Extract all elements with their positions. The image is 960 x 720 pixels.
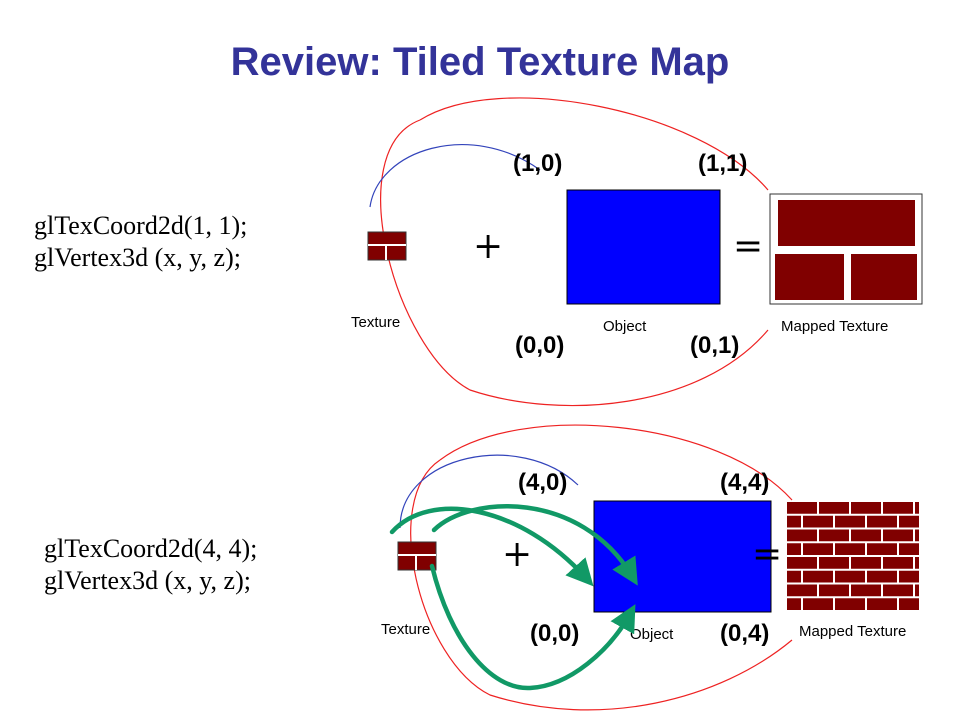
brick [787,570,801,583]
coord-top-left: (4,0) [518,469,567,496]
brick [819,584,849,597]
top-example: Texture + Object = Mapped Texture (1,0) … [351,97,923,407]
brick [851,529,881,542]
brick [867,598,897,610]
brick [835,598,865,610]
brick [899,515,919,528]
brick [787,543,801,555]
mapped-texture-bottom [787,501,919,611]
texture-swatch-bottom [397,541,437,571]
coord-top-left: (1,0) [513,150,562,177]
code-block-bottom: glTexCoord2d(4, 4); glVertex3d (x, y, z)… [44,533,257,597]
blue-arc-top [369,144,541,208]
brick [819,502,849,514]
coord-bottom-left: (0,0) [515,332,564,359]
brick [883,529,913,542]
brick [899,543,919,555]
coord-bottom-left: (0,0) [530,620,579,647]
texture-swatch-top [367,231,407,261]
texture-caption: Texture [381,621,430,638]
brick [867,543,897,555]
equals-sign: = [752,534,782,575]
red-arc-top [380,119,769,407]
bottom-example: Texture + Object = Mapped Texture (4,0) … [381,424,919,711]
brick [851,557,881,569]
object-quad-top [566,189,721,305]
brick [787,515,801,528]
brick [915,557,919,569]
slide-title: Review: Tiled Texture Map [230,40,730,84]
coord-top-right: (4,4) [720,469,769,496]
brick [819,557,849,569]
brick [803,515,833,528]
green-arrow-3 [429,563,636,691]
code-line-texcoord: glTexCoord2d(4, 4); [44,534,258,563]
brick [867,570,897,583]
brick [835,543,865,555]
brick [899,570,919,583]
object-caption: Object [603,318,647,335]
red-arc-top-upper [419,97,769,191]
brick [851,584,881,597]
brick [867,515,897,528]
brick [835,570,865,583]
coord-bottom-right: (0,1) [690,332,739,359]
brick [819,529,849,542]
brick [883,502,913,514]
texture-caption: Texture [351,314,400,331]
brick [787,529,817,542]
mapped-texture-top [769,193,923,305]
code-line-vertex: glVertex3d (x, y, z); [44,566,251,595]
green-arrow-1 [389,506,594,587]
brick [915,502,919,514]
code-line-texcoord: glTexCoord2d(1, 1); [34,211,248,240]
code-block-top: glTexCoord2d(1, 1); glVertex3d (x, y, z)… [34,210,247,274]
plus-sign: + [473,226,503,267]
brick [899,598,919,610]
red-arc-bottom [410,459,793,711]
code-line-vertex: glVertex3d (x, y, z); [34,243,241,272]
equals-sign: = [733,226,763,267]
coord-bottom-right: (0,4) [720,620,769,647]
coord-top-right: (1,1) [698,150,747,177]
brick [883,584,913,597]
object-caption: Object [630,626,674,643]
mapped-texture-caption: Mapped Texture [799,623,906,640]
mapped-texture-caption: Mapped Texture [781,318,888,335]
brick [787,557,817,569]
brick [835,515,865,528]
brick [803,598,833,610]
brick [883,557,913,569]
brick [803,543,833,555]
brick [787,584,817,597]
brick [787,598,801,610]
plus-sign: + [502,534,532,575]
brick [915,529,919,542]
red-arc-bottom-upper [439,424,793,501]
brick [803,570,833,583]
blue-arc-bottom [399,454,579,529]
brick [851,502,881,514]
green-arrow-2 [431,504,638,586]
brick [915,584,919,597]
brick [787,502,817,514]
